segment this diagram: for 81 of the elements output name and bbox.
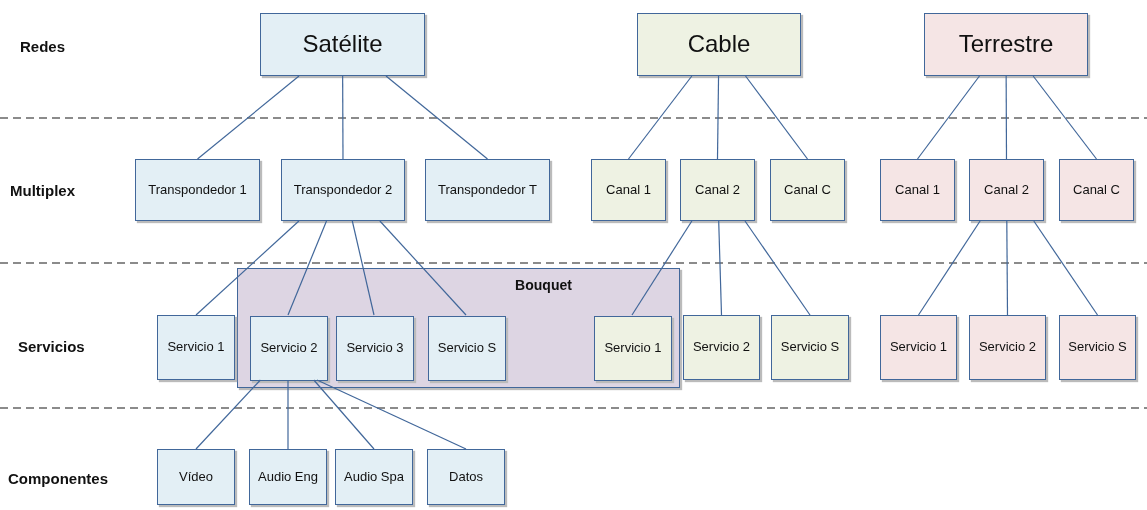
connector-line: [313, 379, 375, 450]
connector-line: [196, 75, 300, 160]
connector-line: [342, 75, 344, 160]
connector-line: [316, 379, 467, 450]
connector-line: [1033, 220, 1099, 316]
node-label: Datos: [448, 467, 484, 486]
row-label: Multiplex: [10, 182, 75, 199]
connector-line: [631, 220, 693, 316]
multiplex-box: [680, 159, 755, 221]
node-label: Canal C: [783, 180, 832, 199]
service-box: [880, 315, 957, 380]
node-label: Servicio 2: [691, 338, 752, 357]
connector-line: [195, 379, 261, 450]
node-label: Audio Spa: [343, 467, 405, 486]
service-box: [969, 315, 1046, 380]
connector-line: [627, 75, 693, 160]
service-box: [336, 316, 414, 381]
node-label: Terrestre: [957, 29, 1055, 60]
connector-line: [718, 220, 723, 316]
service-box: [157, 315, 235, 380]
network-box: [260, 13, 425, 76]
connector-line: [379, 220, 467, 316]
node-label: Transpondedor 1: [147, 180, 248, 199]
node-label: Canal 1: [894, 180, 941, 199]
multiplex-box: [880, 159, 955, 221]
bouquet-group-box: [237, 268, 680, 388]
connector-line: [917, 220, 981, 316]
row-label: Servicios: [18, 338, 85, 355]
node-label: Satélite: [301, 29, 384, 60]
node-label: Canal 2: [694, 180, 741, 199]
connector-line: [385, 75, 489, 160]
multiplex-box: [281, 159, 405, 221]
node-label: Transpondedor T: [437, 180, 538, 199]
component-box: [157, 449, 235, 505]
node-label: Audio Eng: [257, 467, 319, 486]
row-label: Componentes: [8, 470, 108, 487]
row-label: Redes: [20, 38, 66, 55]
component-box: [427, 449, 505, 505]
component-box: [249, 449, 327, 505]
node-label: Servicio 1: [603, 339, 663, 358]
node-label: Transpondedor 2: [292, 180, 394, 199]
node-label: Servicio 3: [345, 339, 405, 358]
node-label: Canal 2: [983, 180, 1030, 199]
multiplex-box: [425, 159, 550, 221]
node-label: Cable: [686, 29, 752, 60]
connector-line: [744, 75, 809, 160]
service-box: [250, 316, 328, 381]
node-label: Servicio 2: [259, 339, 319, 358]
connector-line: [287, 379, 289, 450]
service-box: [1059, 315, 1136, 380]
multiplex-box: [969, 159, 1044, 221]
node-label: Servicio 1: [888, 338, 949, 357]
node-label: Servicio 2: [977, 338, 1038, 357]
node-label: Vídeo: [178, 467, 214, 486]
node-label: Canal 1: [605, 180, 652, 199]
service-box: [683, 315, 760, 380]
service-box: [771, 315, 849, 380]
multiplex-box: [1059, 159, 1134, 221]
node-label: Servicio S: [436, 339, 498, 358]
node-label: Servicio S: [1067, 338, 1128, 357]
node-label: Canal C: [1072, 180, 1121, 199]
multiplex-box: [770, 159, 845, 221]
connector-line: [351, 220, 375, 316]
network-box: [924, 13, 1088, 76]
connector-line: [1032, 75, 1098, 160]
connector-line: [287, 220, 328, 316]
group-title: Bouquet: [514, 277, 573, 293]
multiplex-box: [591, 159, 666, 221]
multiplex-box: [135, 159, 260, 221]
connector-line: [744, 220, 811, 316]
network-box: [637, 13, 801, 76]
connector-line: [716, 75, 720, 160]
connector-line: [916, 75, 981, 160]
service-box: [594, 316, 672, 381]
component-box: [335, 449, 413, 505]
connector-line: [1006, 220, 1009, 316]
node-label: Servicio S: [779, 338, 841, 357]
node-label: Servicio 1: [166, 338, 226, 357]
service-box: [428, 316, 506, 381]
connector-line: [195, 220, 300, 316]
connector-line: [1005, 75, 1008, 160]
